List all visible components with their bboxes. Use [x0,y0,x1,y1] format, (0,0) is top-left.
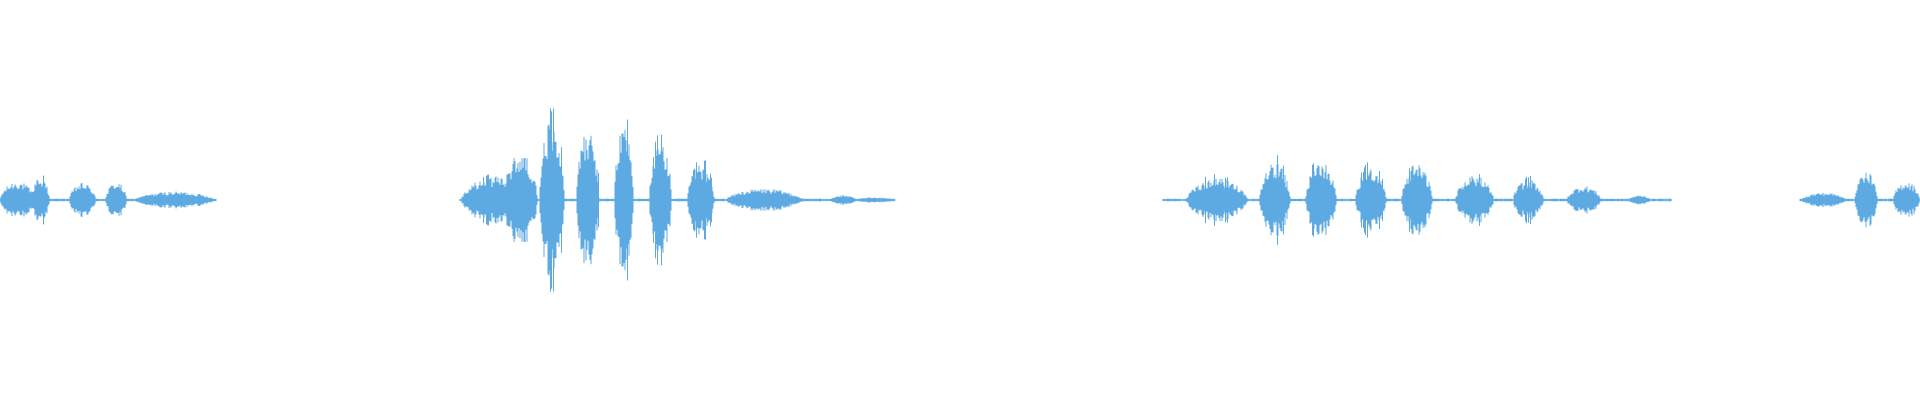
waveform-amplitude [1799,172,1920,228]
waveform-amplitude [0,175,217,225]
waveform-segment [0,175,217,225]
waveform-segment [459,108,896,292]
waveform-segment [1162,155,1672,245]
waveform-amplitude [1162,155,1672,245]
waveform-amplitude [459,108,896,292]
waveform-segment [1799,172,1920,228]
